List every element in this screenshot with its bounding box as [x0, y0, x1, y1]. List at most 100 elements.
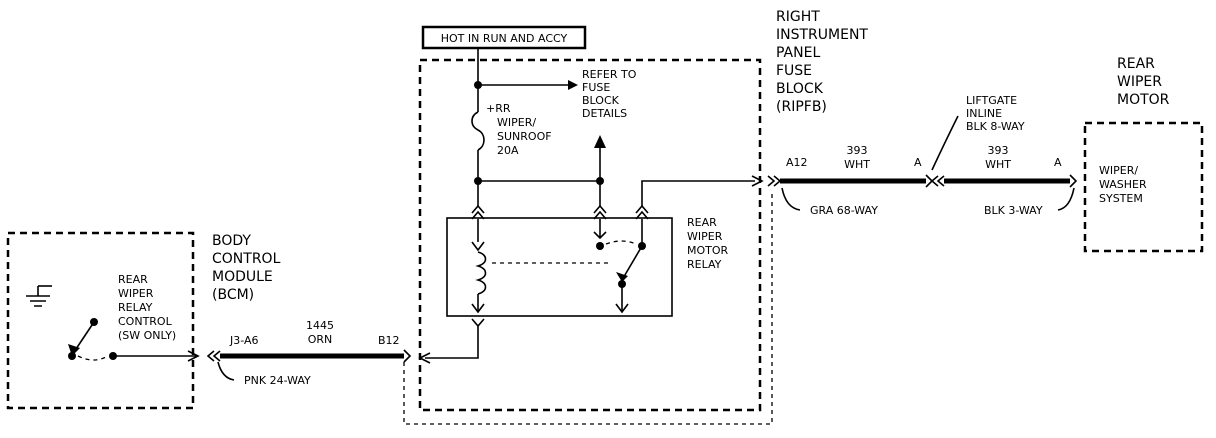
- motor-title-line: MOTOR: [1117, 92, 1170, 108]
- fuse-ref-text: REFER TO FUSE BLOCK DETAILS: [582, 68, 640, 120]
- contact-arrow: [615, 303, 629, 314]
- nc-contact: [596, 242, 604, 250]
- relay-label-line: WIPER: [687, 230, 723, 243]
- bcm-pin: J3-A6: [229, 334, 259, 347]
- relay-label: REAR WIPER MOTOR RELAY: [687, 216, 732, 271]
- relay-control-arrow: [418, 352, 431, 364]
- coil-symbol: [475, 251, 487, 295]
- details-arrow: [594, 135, 606, 148]
- inline-label-line: BLK 8-WAY: [966, 120, 1025, 133]
- bcm-label: BODY CONTROL MODULE (BCM): [212, 233, 285, 303]
- wire3-color: WHT: [985, 158, 1011, 171]
- motor-pin: A: [1054, 156, 1062, 169]
- bcm-internal-line: (SW ONLY): [118, 329, 176, 342]
- relay-label-line: MOTOR: [687, 244, 729, 257]
- inline-leader: [931, 115, 959, 171]
- ripfb-label-line: INSTRUMENT: [776, 27, 868, 43]
- bcm-internal-label: REAR WIPER RELAY CONTROL (SW ONLY): [118, 273, 176, 342]
- ripfb-label-line: FUSE: [776, 63, 812, 79]
- ripfb-label-line: RIGHT: [776, 9, 820, 25]
- bcm-connector-leader: [217, 361, 235, 381]
- wire-end-chevron: [1069, 174, 1078, 188]
- fuse-line: SUNROOF: [497, 130, 552, 143]
- fuse-ref-arrow: [568, 80, 578, 90]
- bcm-internal-line: REAR: [118, 273, 148, 286]
- fuse-ref-line: FUSE: [582, 81, 610, 94]
- ripfb-label-line: PANEL: [776, 45, 820, 61]
- switch-contact: [68, 352, 76, 360]
- fuse-line: 20A: [497, 144, 519, 157]
- relay-pin-chevron: [471, 204, 485, 220]
- hot-label: HOT IN RUN AND ACCY: [441, 32, 568, 45]
- fuse-ref-line: REFER TO: [582, 68, 637, 81]
- ripfb-label-line: (RIPFB): [776, 99, 827, 115]
- relay-pin-chevron: [593, 204, 607, 220]
- contact-link: [605, 240, 637, 245]
- relay-pin-chevron: [635, 204, 649, 220]
- ripfb-label-line: BLOCK: [776, 81, 824, 97]
- coil-arrow: [471, 303, 485, 314]
- relay-label-line: REAR: [687, 216, 717, 229]
- motor-internal-line: SYSTEM: [1099, 192, 1143, 205]
- bcm-connector-chevron: [206, 350, 221, 362]
- motor-internal-label: WIPER/ WASHER SYSTEM: [1099, 164, 1150, 205]
- motor-internal-line: WASHER: [1099, 178, 1147, 191]
- coil-arrow: [471, 241, 485, 252]
- bcm-internal-line: WIPER: [118, 287, 154, 300]
- relay-outline: [446, 217, 673, 317]
- connector-link: [403, 190, 773, 425]
- fuse-line: +RR: [486, 102, 511, 115]
- switch-link: [77, 355, 109, 361]
- inline-label: LIFTGATE INLINE BLK 8-WAY: [966, 94, 1025, 133]
- ripfb-label: RIGHT INSTRUMENT PANEL FUSE BLOCK (RIPFB…: [776, 9, 872, 115]
- inline-connector-chevron: [930, 175, 945, 187]
- relay-label-line: RELAY: [687, 258, 722, 271]
- bcm-internal-line: CONTROL: [118, 315, 173, 328]
- relay-output-wire: [641, 180, 755, 206]
- bcm-switch-arm: [73, 321, 95, 353]
- wire-end-chevron: [403, 349, 412, 363]
- fuse-symbol: [471, 111, 485, 151]
- bcm-connector: PNK 24-WAY: [244, 374, 311, 387]
- motor-connector-leader: [1057, 187, 1075, 211]
- inline-pin: A: [914, 156, 922, 169]
- wire2-color: WHT: [844, 158, 870, 171]
- relay-output-arrow: [751, 175, 764, 187]
- fuse-text: +RR WIPER/ SUNROOF 20A: [486, 102, 555, 157]
- ground-icon: [26, 286, 50, 307]
- bcm-label-line: (BCM): [212, 287, 254, 303]
- bcm-output-arrow: [187, 350, 200, 362]
- ripfb-connector-leader: [781, 187, 801, 211]
- ripfb-connector-chevron: [767, 175, 782, 187]
- bcm-label-line: MODULE: [212, 269, 273, 285]
- inline-label-line: INLINE: [966, 107, 1002, 120]
- ripfb-pin-right: A12: [786, 156, 808, 169]
- bcm-internal-line: RELAY: [118, 301, 153, 314]
- fuse-line: WIPER/: [497, 116, 536, 129]
- fuse-ref-line: DETAILS: [582, 107, 627, 120]
- wire3-circuit: 393: [988, 144, 1009, 157]
- relay-switch-arm: [621, 245, 643, 281]
- motor-title: REAR WIPER MOTOR: [1117, 56, 1170, 108]
- motor-outline: [1083, 121, 1204, 253]
- ripfb-connector: GRA 68-WAY: [810, 204, 878, 217]
- contact-arrow: [593, 231, 607, 240]
- wire1-circuit: 1445: [306, 319, 334, 332]
- bcm-label-line: BODY: [212, 233, 251, 249]
- fuse-ref-line: BLOCK: [582, 94, 620, 107]
- motor-title-line: REAR: [1117, 56, 1155, 72]
- hot-label-box: [421, 25, 587, 50]
- wire1-color: ORN: [308, 333, 333, 346]
- ripfb-outline: [418, 58, 762, 412]
- bcm-label-line: CONTROL: [212, 251, 281, 267]
- motor-connector: BLK 3-WAY: [984, 204, 1043, 217]
- ripfb-pin-left: B12: [378, 334, 400, 347]
- inline-label-line: LIFTGATE: [966, 94, 1017, 107]
- relay-pin-chevron: [471, 318, 485, 328]
- relay-control-wire: [425, 326, 479, 359]
- wire2-circuit: 393: [847, 144, 868, 157]
- motor-internal-line: WIPER/: [1099, 164, 1138, 177]
- motor-title-line: WIPER: [1117, 74, 1162, 90]
- switch-arrow: [616, 272, 628, 282]
